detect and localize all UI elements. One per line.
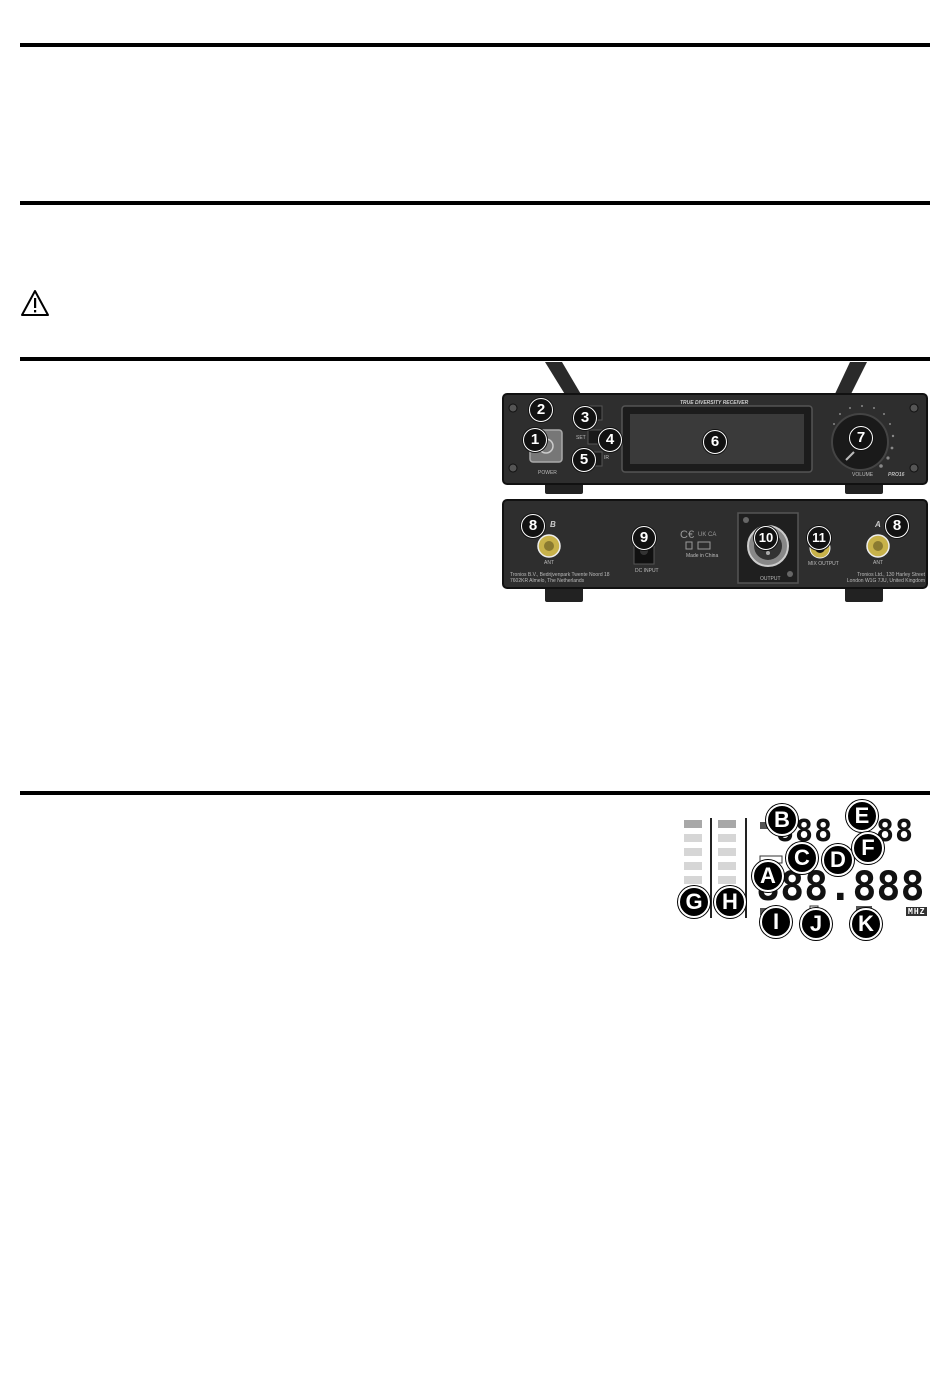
callout-11: 11	[807, 526, 831, 550]
svg-text:C€: C€	[680, 529, 694, 541]
front-header-text: TRUE DIVERSITY RECEIVER	[680, 400, 749, 406]
callout-letter-j: J	[800, 908, 832, 940]
mhz-unit: MHZ	[906, 907, 928, 916]
volume-label: VOLUME	[852, 472, 874, 478]
callout-letter-a: A	[752, 860, 784, 892]
ant-b-tag: B	[550, 520, 556, 529]
callout-2: 2	[529, 398, 553, 422]
rear-panel-drawing: C€ UK CA	[502, 499, 928, 602]
section-rule-4	[20, 791, 930, 795]
callout-letter-k: K	[850, 908, 882, 940]
output-label: OUTPUT	[760, 576, 781, 582]
callout-4: 4	[598, 428, 622, 452]
callout-letter-h: H	[714, 886, 746, 918]
warning-icon	[21, 290, 49, 316]
address-left: Tronios B.V., Bedrijvenpark Twente Noord…	[510, 572, 610, 584]
callout-letter-b: B	[766, 804, 798, 836]
set-label: SET	[576, 435, 586, 441]
callout-1: 1	[523, 428, 547, 452]
section-rule-2	[20, 201, 930, 205]
callout-7: 7	[849, 426, 873, 450]
section-rule-3	[20, 357, 930, 361]
model-label: PRO16	[888, 472, 905, 478]
ir-label: IR	[604, 455, 609, 461]
ant-a-label: ANT	[873, 560, 883, 566]
svg-text:UK CA: UK CA	[698, 532, 716, 538]
ant-b-label: ANT	[544, 560, 554, 566]
callout-8-left: 8	[521, 514, 545, 538]
callout-letter-i: I	[760, 906, 792, 938]
lcd-display-figure: 888 88 888.888 MHZ A B C D E F G H I J K	[678, 800, 930, 940]
power-label: POWER	[538, 470, 557, 476]
callout-6: 6	[703, 430, 727, 454]
section-rule-1	[20, 43, 930, 47]
callout-letter-c: C	[786, 842, 818, 874]
callout-5: 5	[572, 448, 596, 472]
rear-panel-figure: C€ UK CA B A ANT ANT DC INPUT OUTPUT MIX…	[500, 498, 930, 606]
callout-8-right: 8	[885, 514, 909, 538]
callout-3: 3	[573, 406, 597, 430]
dc-input-label: DC INPUT	[635, 568, 659, 574]
ant-a-tag: A	[875, 520, 881, 529]
callout-letter-e: E	[846, 800, 878, 832]
mix-output-label: MIX OUTPUT	[808, 561, 839, 567]
front-panel-figure: TRUE DIVERSITY RECEIVER POWER VOLUME PRO…	[500, 362, 930, 497]
callout-9: 9	[632, 526, 656, 550]
callout-letter-f: F	[852, 832, 884, 864]
callout-10: 10	[754, 526, 778, 550]
made-in-label: Made in China	[686, 553, 719, 559]
address-right: Tronios Ltd., 130 Harley Street London W…	[846, 572, 925, 584]
callout-letter-g: G	[678, 886, 710, 918]
callout-letter-d: D	[822, 844, 854, 876]
